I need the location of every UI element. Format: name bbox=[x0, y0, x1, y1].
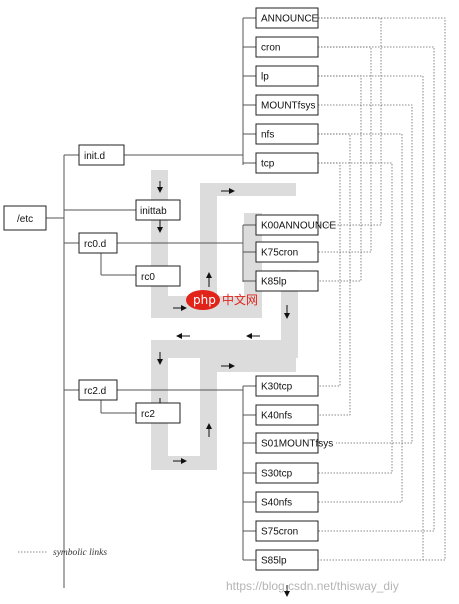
file-box bbox=[255, 152, 319, 174]
file-label: nfs bbox=[261, 130, 274, 141]
rc2d-file-list: K30tcpK40nfsS01MOUNTfsysS30tcpS40nfsS75c… bbox=[255, 375, 333, 571]
file-box bbox=[255, 491, 319, 513]
php-cn-logo: php 中文网 bbox=[186, 290, 258, 310]
php-logo-text: php bbox=[193, 293, 216, 307]
node-etc: /etc bbox=[3, 205, 47, 231]
rc2d-file-s01mountfsys: S01MOUNTfsys bbox=[255, 432, 333, 454]
file-box bbox=[255, 375, 319, 397]
initd-file-lp: lp bbox=[255, 65, 319, 87]
node-rc0d-label: rc0.d bbox=[84, 239, 106, 250]
file-label: lp bbox=[261, 72, 269, 83]
rc0d-file-k00announce: K00ANNOUNCE bbox=[255, 214, 336, 236]
node-etc-label: /etc bbox=[17, 214, 33, 225]
file-box bbox=[255, 270, 319, 292]
node-rc2d-label: rc2.d bbox=[84, 386, 106, 397]
file-label: K30tcp bbox=[261, 382, 293, 393]
file-label: MOUNTfsys bbox=[261, 101, 315, 112]
file-box bbox=[255, 94, 319, 116]
file-label: S01MOUNTfsys bbox=[261, 439, 333, 450]
file-box bbox=[255, 123, 319, 145]
file-box bbox=[255, 404, 319, 426]
rc2d-file-s40nfs: S40nfs bbox=[255, 491, 319, 513]
node-rc0-label: rc0 bbox=[141, 272, 155, 283]
file-box bbox=[255, 549, 319, 571]
node-initd: init.d bbox=[78, 144, 125, 166]
file-label: K75cron bbox=[261, 248, 298, 259]
php-logo-badge bbox=[186, 290, 220, 310]
file-box bbox=[255, 214, 319, 236]
file-label: K00ANNOUNCE bbox=[261, 221, 336, 232]
node-rc2-label: rc2 bbox=[141, 409, 155, 420]
rc2d-file-s30tcp: S30tcp bbox=[255, 462, 319, 484]
node-inittab: inittab bbox=[135, 199, 181, 221]
node-rc0d: rc0.d bbox=[78, 232, 118, 254]
rc2d-file-s85lp: S85lp bbox=[255, 549, 319, 571]
initd-file-cron: cron bbox=[255, 36, 319, 58]
file-label: K40nfs bbox=[261, 411, 292, 422]
rc2d-file-s75cron: S75cron bbox=[255, 520, 319, 542]
file-label: S30tcp bbox=[261, 469, 293, 480]
legend-symbolic-links: symbolic links bbox=[53, 548, 107, 558]
node-rc2: rc2 bbox=[135, 402, 181, 424]
legend: symbolic links bbox=[18, 548, 107, 558]
rc0d-file-k75cron: K75cron bbox=[255, 241, 319, 263]
file-box bbox=[255, 520, 319, 542]
file-label: K85lp bbox=[261, 277, 287, 288]
file-label: S75cron bbox=[261, 527, 298, 538]
rc0d-file-k85lp: K85lp bbox=[255, 270, 319, 292]
initd-file-nfs: nfs bbox=[255, 123, 319, 145]
file-label: S85lp bbox=[261, 556, 287, 567]
file-label: S40nfs bbox=[261, 498, 292, 509]
flow-arrows bbox=[157, 181, 290, 597]
rc2d-file-k30tcp: K30tcp bbox=[255, 375, 319, 397]
initd-file-mountfsys: MOUNTfsys bbox=[255, 94, 319, 116]
file-box bbox=[255, 432, 319, 454]
file-box bbox=[255, 65, 319, 87]
node-rc2d: rc2.d bbox=[78, 379, 118, 401]
file-box bbox=[255, 241, 319, 263]
node-initd-label: init.d bbox=[84, 151, 105, 162]
initd-file-tcp: tcp bbox=[255, 152, 319, 174]
initd-file-announce: ANNOUNCE bbox=[255, 7, 319, 29]
node-rc0: rc0 bbox=[135, 265, 181, 287]
file-box bbox=[255, 462, 319, 484]
file-box bbox=[255, 7, 319, 29]
file-label: ANNOUNCE bbox=[261, 14, 319, 25]
tree-lines bbox=[46, 17, 256, 588]
php-logo-site-text: 中文网 bbox=[222, 292, 258, 307]
file-label: cron bbox=[261, 43, 280, 54]
rc2d-file-k40nfs: K40nfs bbox=[255, 404, 319, 426]
node-inittab-label: inittab bbox=[140, 206, 167, 217]
csdn-watermark: https://blog.csdn.net/thisway_diy bbox=[226, 579, 399, 593]
file-label: tcp bbox=[261, 159, 275, 170]
symbolic-link-lines bbox=[318, 17, 446, 561]
file-box bbox=[255, 36, 319, 58]
